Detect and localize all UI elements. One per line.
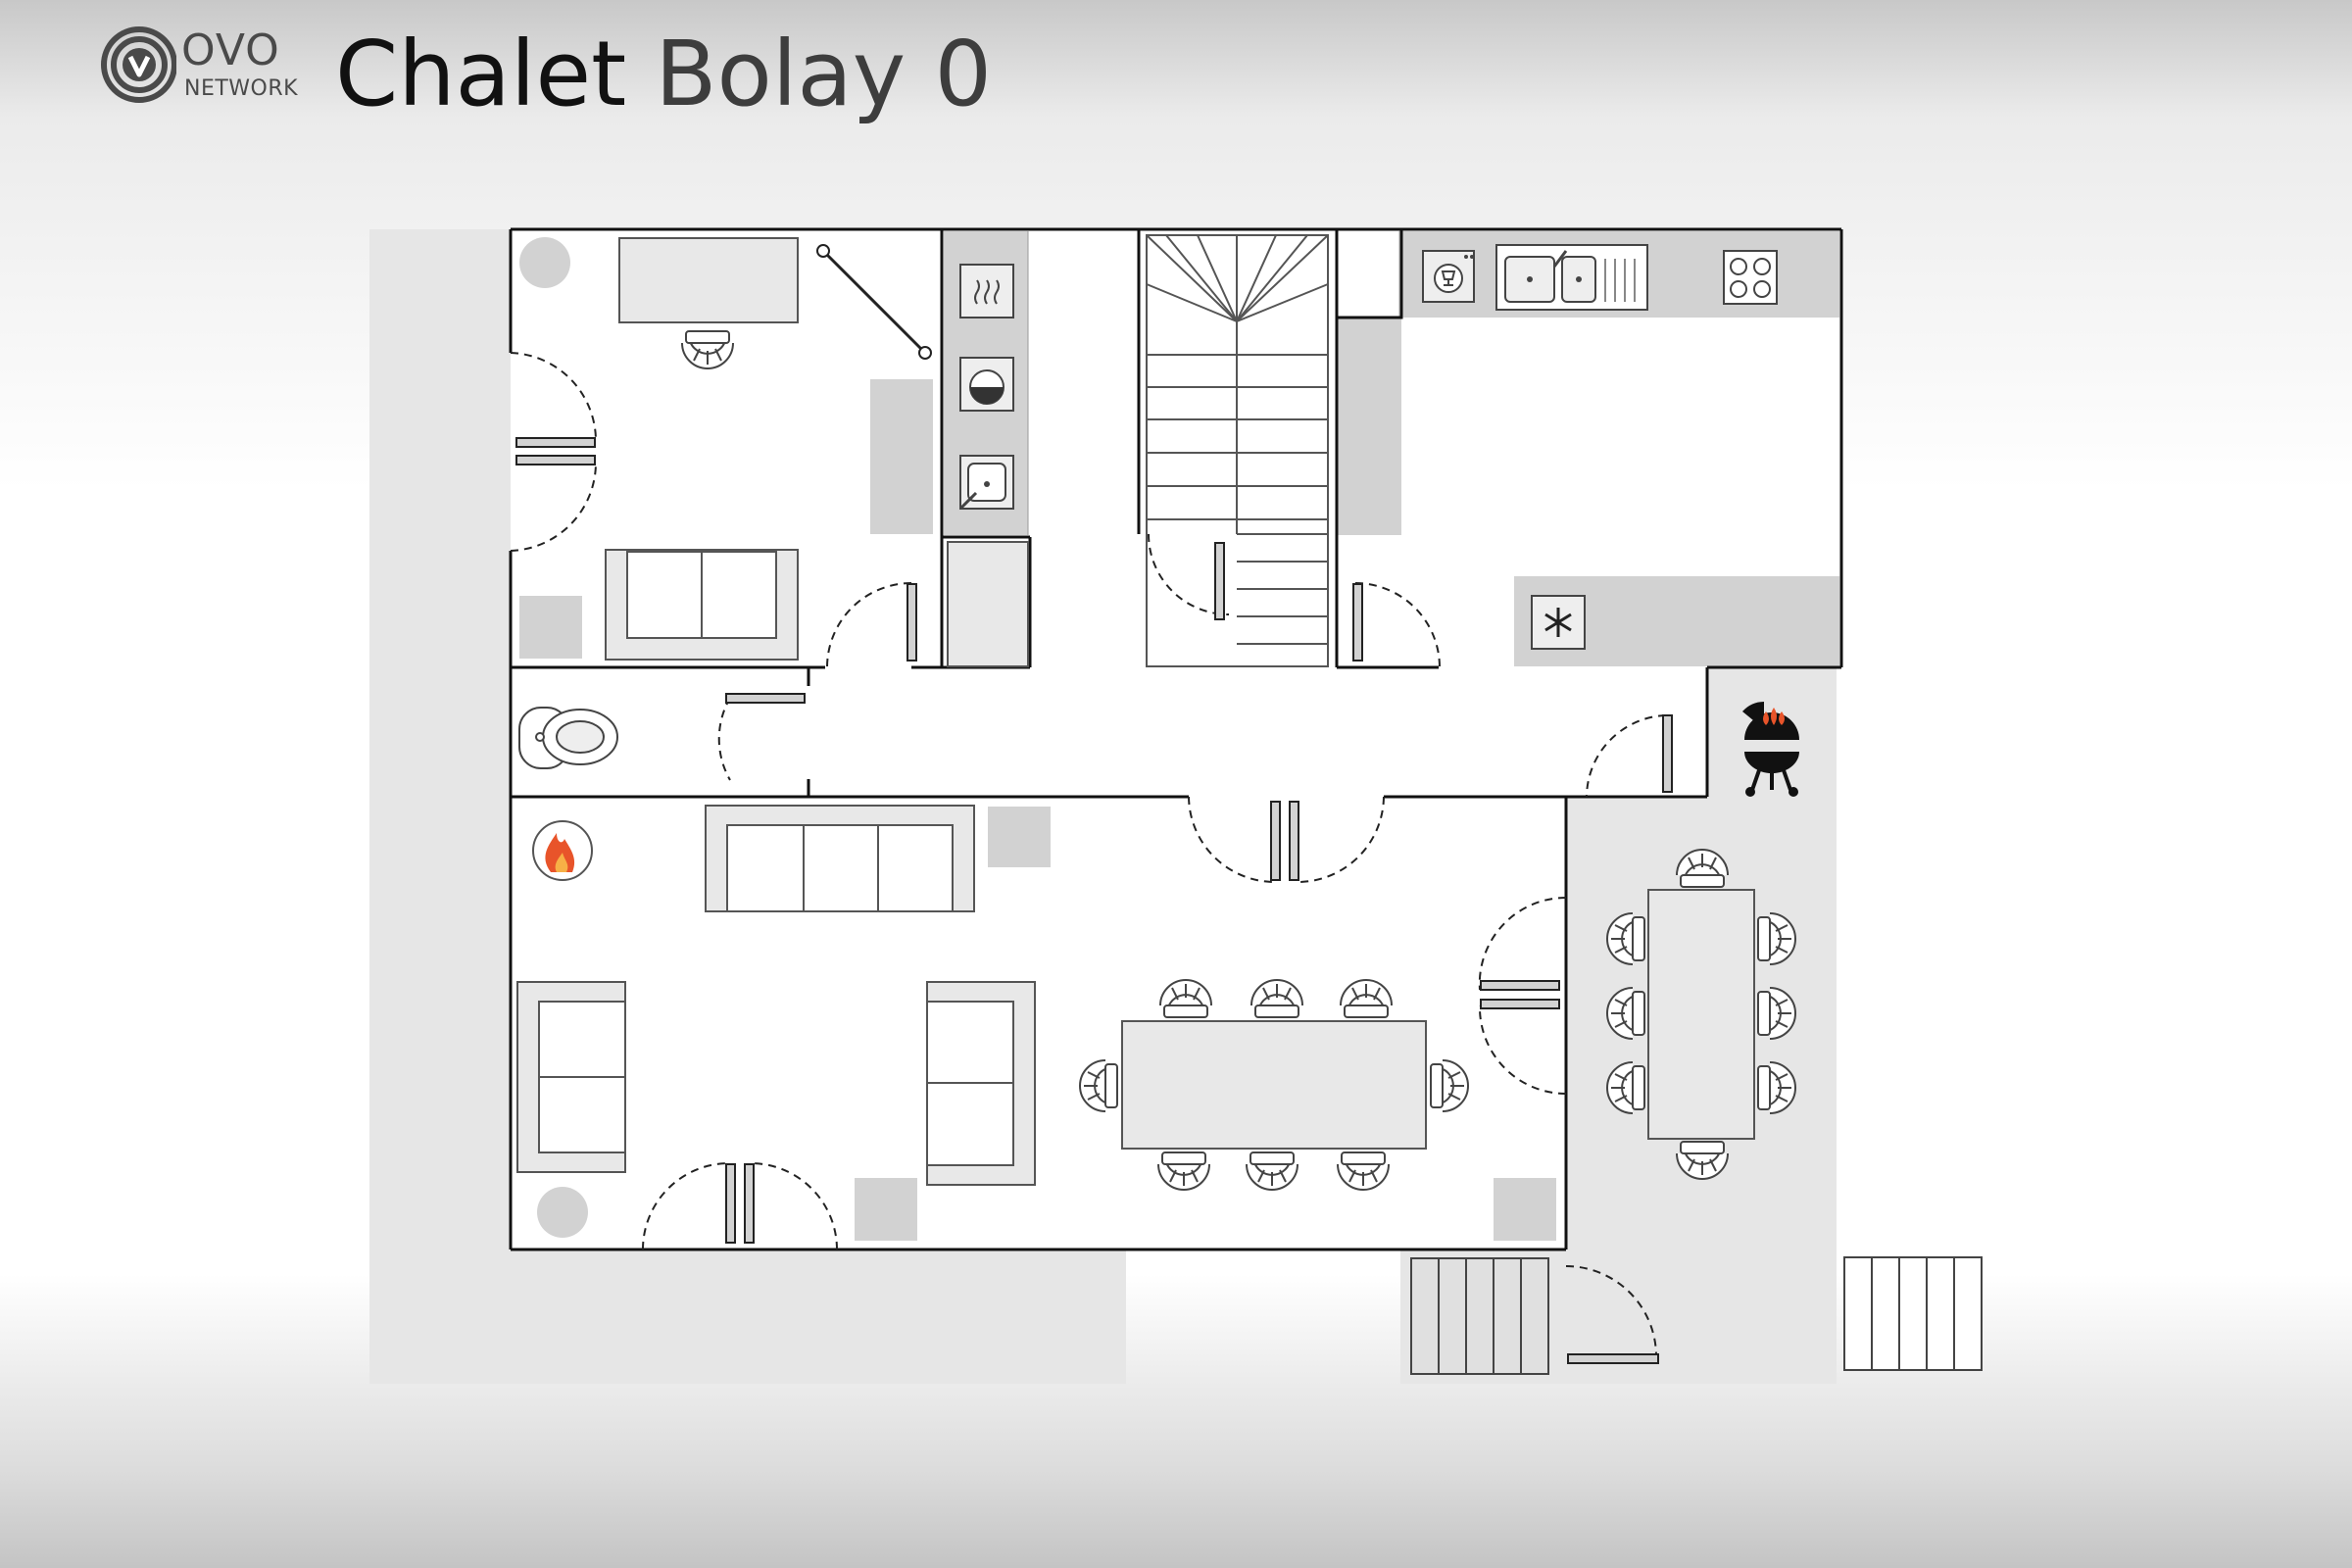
toilet-icon [518, 707, 618, 769]
dishwasher-icon [1422, 250, 1475, 303]
bedroom-side-table [519, 596, 582, 659]
living-room-furniture [516, 805, 1036, 1186]
walls [509, 227, 1843, 1251]
dining-side-table [1494, 1178, 1556, 1241]
kitchen-counter-left [1337, 318, 1401, 535]
brand-name: OVO [181, 25, 280, 75]
barbecue-icon [1742, 702, 1799, 797]
bedroom-furniture [605, 237, 932, 661]
laundry-appliances [947, 264, 1029, 667]
wall-light [816, 244, 932, 360]
dining-table-indoor [1079, 979, 1469, 1191]
storage-cabinet [947, 541, 1029, 667]
staircase [1146, 234, 1329, 667]
fireplace-icon [532, 820, 593, 881]
living-plant [537, 1187, 588, 1238]
sofa-left [516, 981, 626, 1173]
desk [618, 237, 799, 323]
title-sub: Bolay 0 [655, 22, 992, 126]
living-side-table-1 [988, 807, 1051, 867]
outdoor-steps-left [1410, 1257, 1549, 1375]
doors [510, 352, 1667, 1357]
brand-subname: NETWORK [184, 76, 299, 101]
title-main: Chalet [335, 22, 627, 126]
bedroom-wardrobe [870, 379, 933, 534]
kitchen-appliances [1422, 244, 1778, 650]
page-header: OVO NETWORK Chalet Bolay 0 [98, 20, 1176, 127]
living-side-table-2 [855, 1178, 917, 1241]
dining-table-outdoor [1606, 849, 1796, 1180]
bedroom-plant [519, 237, 570, 288]
bed-double [605, 549, 799, 661]
door-leaves [515, 437, 1673, 1364]
kitchen-sink-icon [1495, 244, 1648, 311]
freezer-icon [1531, 595, 1586, 650]
sofa-three-seat [705, 805, 975, 912]
ovo-emblem-icon [101, 26, 176, 103]
washing-machine-icon [959, 357, 1014, 412]
sink-icon [958, 455, 1014, 511]
terrace-bottom [369, 1248, 1126, 1384]
outdoor-steps-right [1843, 1256, 1983, 1371]
terrace-left [369, 229, 511, 1384]
dryer-icon [959, 264, 1014, 318]
ovo-network-logo: OVO NETWORK [98, 22, 304, 120]
cooktop-icon [1723, 250, 1778, 305]
sofa-right [926, 981, 1036, 1186]
page-title: Chalet Bolay 0 [335, 22, 992, 127]
